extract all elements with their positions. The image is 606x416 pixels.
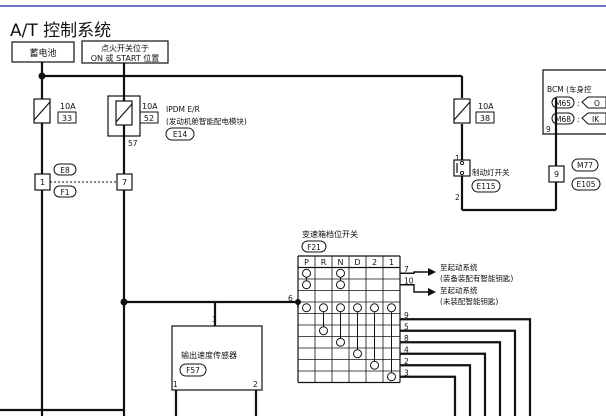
splice-dot: [120, 298, 128, 306]
range-right-pin: 7: [404, 265, 409, 274]
speed-sensor-connector: F57: [186, 366, 200, 375]
brake-switch-label: 制动灯开关: [472, 167, 510, 177]
starter-wire: [400, 284, 428, 293]
range-column-header: N: [338, 258, 344, 267]
contact-dot: [302, 280, 311, 290]
contact-dot: [353, 303, 362, 313]
range-column-header: D: [354, 258, 360, 267]
e105-connector: E105: [576, 180, 595, 189]
bcm-tag2: IK: [592, 115, 600, 124]
junction-conn-top: E8: [60, 166, 70, 175]
starter1-line2: (装备装配有智能钥匙): [440, 273, 513, 283]
bcm-tag1: O: [594, 99, 600, 108]
range-right-pin: 5: [404, 322, 409, 331]
range-output-wire: [400, 375, 457, 416]
speed-sensor-box: [171, 325, 263, 391]
contact-dot: [319, 326, 328, 336]
contact-dot: [370, 360, 379, 370]
range-column-header: R: [321, 258, 327, 267]
range-switch-grid: P R N D 2 1: [297, 255, 401, 384]
starter-wire: [400, 271, 428, 274]
sensor-pin-1: 1: [173, 380, 178, 389]
contact-dot: [370, 303, 379, 313]
range-column-header: 1: [389, 258, 394, 267]
starter2-line1: 至起动系统: [440, 285, 478, 295]
contact-dot: [387, 303, 396, 313]
contact-dot: [387, 372, 396, 382]
pin-57: 57: [128, 139, 138, 148]
ipdm-connector: E14: [173, 130, 188, 139]
brake-pin-top: 1: [455, 154, 460, 163]
fuse-52-num: 52: [144, 114, 154, 123]
bcm-box: [542, 69, 606, 135]
starter1-line1: 至起动系统: [440, 262, 478, 272]
range-right-pin: 10: [404, 276, 414, 285]
junction-pin-right: 7: [122, 178, 127, 187]
contact-dot: [336, 303, 345, 313]
range-switch-connector: F21: [307, 243, 321, 252]
contact-dot: [319, 303, 328, 313]
fuse-33-num: 33: [62, 114, 72, 123]
contact-dot: [353, 349, 362, 359]
svg-text::: :: [577, 99, 580, 108]
bcm-conn2: M68: [555, 115, 571, 124]
range-output-wire: [400, 364, 472, 416]
ipdm-line1: IPDM E/R: [166, 105, 200, 114]
contact-dot: [336, 268, 345, 278]
range-output-wire: [400, 329, 517, 416]
contact-dot: [336, 280, 345, 290]
brake-switch: [453, 159, 471, 177]
sensor-pin-top: 3: [212, 315, 217, 324]
arrow-icon: [428, 268, 436, 276]
range-right-pin: 3: [404, 368, 409, 377]
contact-dot: [302, 303, 311, 313]
fuse-33-amp: 10A: [60, 102, 76, 111]
contact-dot: [302, 268, 311, 278]
range-output-wire: [400, 352, 487, 416]
ipdm-line2: (发动机舱智能配电模块): [166, 116, 247, 126]
ignition-line2: ON 或 START 位置: [91, 53, 160, 63]
range-output-wires: 7 10 9 5 8 4 2 3: [297, 265, 532, 416]
range-column-header: P: [304, 258, 309, 267]
junction-conn-bottom: F1: [60, 188, 69, 197]
range-column-header: 2: [372, 258, 377, 267]
contact-dot: [336, 337, 345, 347]
range-right-pin: 9: [404, 311, 409, 320]
splice-dot: [38, 72, 46, 80]
range-output-wire: [400, 318, 532, 416]
fuse-38-num: 38: [480, 114, 490, 123]
brake-connector: E115: [476, 182, 495, 191]
wires: [0, 62, 558, 416]
range-left-pin: 6: [288, 294, 293, 303]
bcm-conn1: M65: [555, 99, 571, 108]
bcm-pin: 9: [546, 125, 551, 134]
pin-9-box: 9: [554, 170, 559, 179]
speed-sensor-label: 输出速度传感器: [181, 350, 237, 360]
fuse-52-amp: 10A: [142, 102, 158, 111]
ignition-line1: 点火开关位于: [101, 43, 149, 53]
range-right-pin: 4: [404, 345, 409, 354]
arrow-icon: [428, 288, 436, 296]
m77-connector: M77: [577, 161, 593, 170]
starter2-line2: (未装配智能钥匙): [440, 296, 498, 306]
bcm-title: BCM (车身控: [547, 84, 592, 94]
page-title: A/T 控制系统: [10, 21, 111, 41]
ipdm-connector-oval: [165, 127, 195, 141]
range-right-pin: 2: [404, 357, 409, 366]
sensor-pin-2: 2: [253, 380, 258, 389]
junction-pin-left: 1: [40, 178, 45, 187]
range-right-pin: 8: [404, 334, 409, 343]
fuse-38-amp: 10A: [478, 102, 494, 111]
battery-label: 蓄电池: [29, 47, 56, 59]
range-switch-title: 变速箱档位开关: [302, 229, 358, 239]
svg-text::: :: [577, 115, 580, 124]
range-output-wire: [400, 341, 502, 416]
brake-pin-bottom: 2: [455, 193, 460, 202]
